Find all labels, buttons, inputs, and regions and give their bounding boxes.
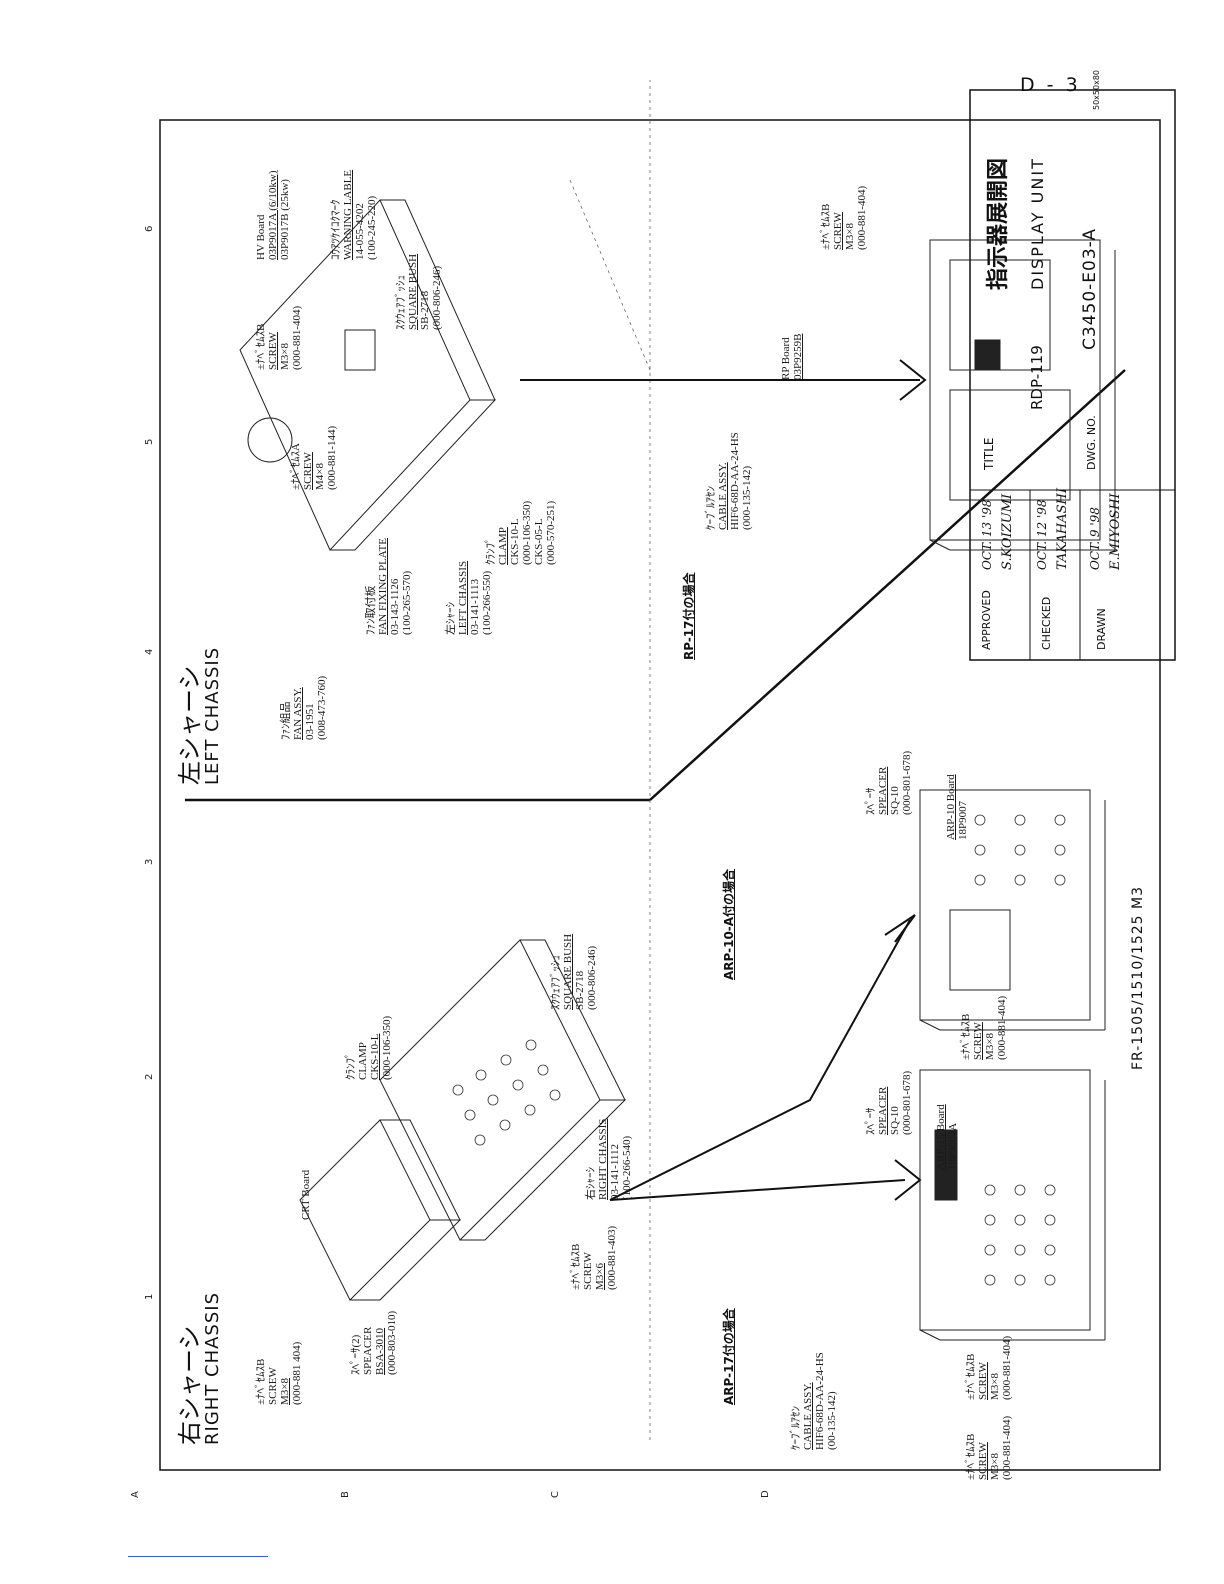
grid-col-3: 3 [144, 858, 155, 865]
grid-col-6: 6 [144, 225, 155, 232]
grid-col-4: 4 [144, 648, 155, 655]
grid-row-a: A [130, 1491, 141, 1498]
approved-name: S.KOIZUMI [1000, 493, 1015, 570]
drawn-date: OCT. 9 '98 [1088, 507, 1102, 570]
model-footer: FR-1505/1510/1525 M3 [1130, 885, 1146, 1070]
section-arp17: ARP-17付の場合 [722, 1308, 736, 1405]
checked-date: OCT. 12 '98 [1035, 499, 1049, 570]
grid-col-5: 5 [144, 438, 155, 445]
grid-col-2: 2 [144, 1073, 155, 1080]
dwg-label: DWG. NO. [1085, 415, 1098, 470]
grid-row-d: D [760, 1490, 771, 1498]
drawing-sheet: 1 2 3 4 5 6 A B C D 右シャーシ RIGHT CHASSIS … [130, 60, 1180, 1500]
grid-row-b: B [340, 1491, 351, 1498]
grid-row-c: C [550, 1491, 561, 1498]
drawing-lines [159, 80, 1176, 1471]
section-arp10: ARP-10-A付の場合 [722, 868, 736, 980]
right-chassis-title-en: RIGHT CHASSIS [202, 1291, 223, 1445]
approved-date: OCT. 13 '98 [980, 499, 994, 570]
label-crt-board: CRT Board [300, 1169, 312, 1220]
title-label: TITLE [982, 437, 996, 470]
title-en: DISPLAY UNIT [1028, 157, 1047, 290]
title-jp: 指示器展開図 [986, 157, 1011, 290]
left-chassis-title-en: LEFT CHASSIS [202, 646, 223, 785]
left-chassis-title-jp: 左シャーシ [176, 665, 204, 785]
model-number: RDP-119 [1028, 345, 1046, 410]
section-rp17: RP-17付の場合 [682, 572, 696, 660]
bottom-link-line [128, 1556, 268, 1557]
right-chassis-title-jp: 右シャーシ [176, 1325, 204, 1445]
grid-col-1: 1 [144, 1293, 155, 1300]
checked-name: TAKAHASHI [1055, 487, 1070, 570]
dwg-number: C3450-E03-A [1080, 227, 1100, 350]
drawn-label: DRAWN [1095, 608, 1108, 650]
checked-label: CHECKED [1040, 596, 1053, 650]
drawn-name: E.MIYOSHI [1108, 493, 1123, 570]
approved-label: APPROVED [980, 590, 993, 650]
